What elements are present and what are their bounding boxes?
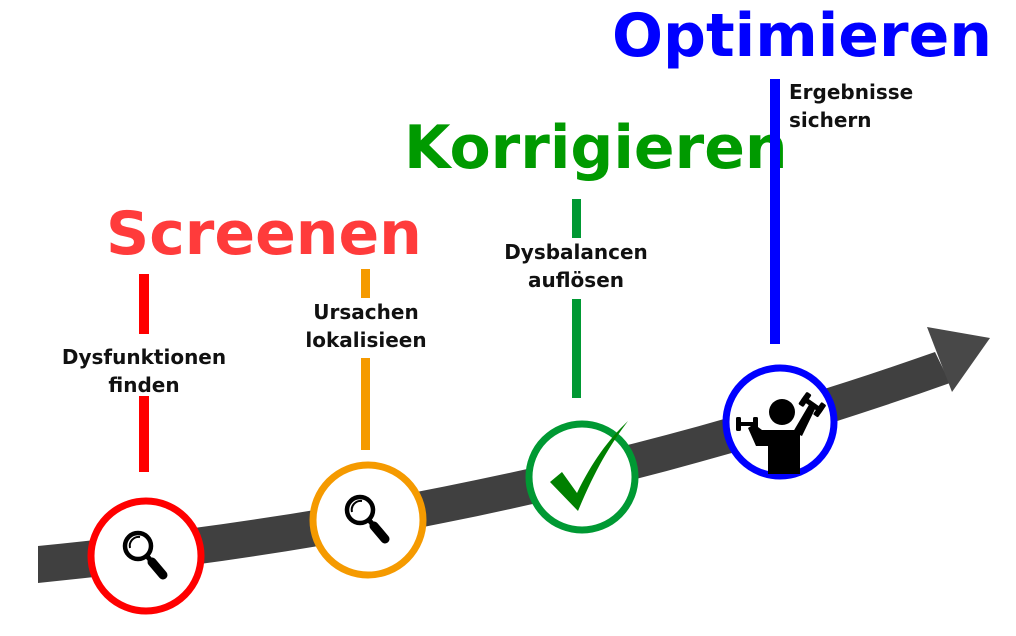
step3-label: Dysbalancen auflösen	[504, 240, 648, 292]
step1-connector-top	[139, 274, 149, 334]
weightlifter-icon	[736, 392, 826, 474]
phase-title-optimieren: Optimieren	[612, 1, 992, 71]
step1-connector-bottom	[139, 396, 149, 472]
step2-label: Ursachen lokalisieen	[305, 300, 427, 352]
step2-connector-bottom	[361, 358, 370, 450]
step3-connector-top	[572, 199, 581, 238]
step1-label: Dysfunktionen finden	[61, 345, 227, 397]
step4-label: Ergebnisse sichern	[789, 80, 914, 132]
phase-title-korrigieren: Korrigieren	[404, 113, 788, 183]
step4-connector	[770, 79, 780, 344]
step3-circle	[525, 420, 639, 534]
step4-circle	[722, 364, 838, 480]
arrow-band	[38, 352, 950, 583]
arrow-head	[927, 327, 990, 392]
step1-circle	[87, 497, 205, 615]
phase-title-screenen: Screenen	[106, 199, 422, 269]
step3-connector-bottom	[572, 299, 581, 398]
step2-circle	[309, 461, 427, 579]
step2-connector-top	[361, 269, 370, 298]
checkmark-icon	[550, 421, 628, 511]
